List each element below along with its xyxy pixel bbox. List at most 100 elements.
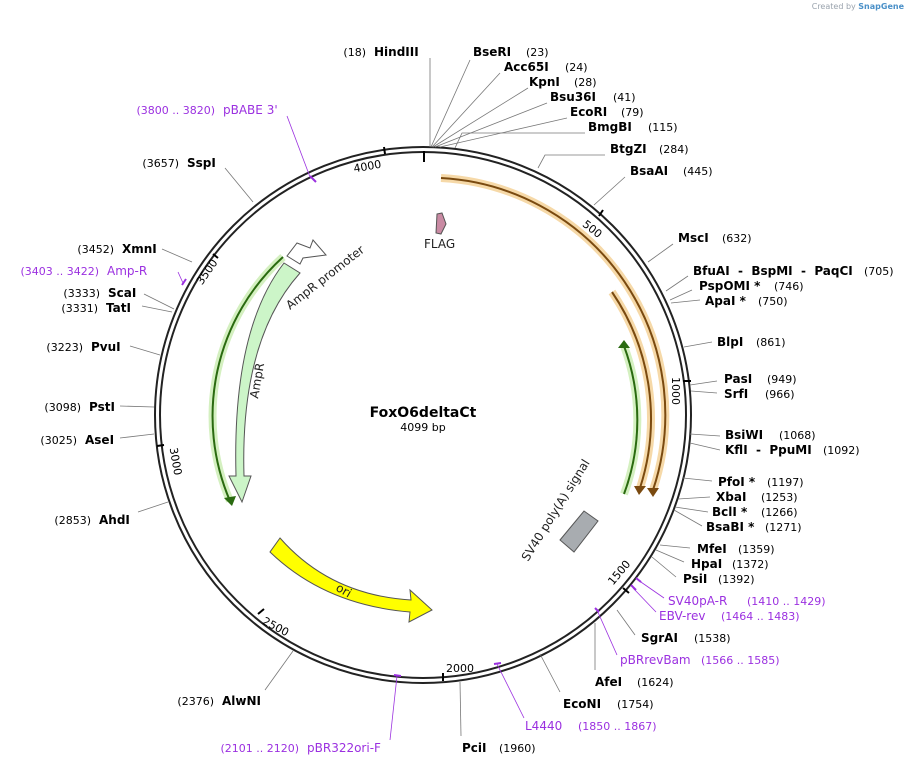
leader-ebv-line	[632, 587, 657, 613]
enzyme-alwni: AlwNI	[222, 694, 261, 708]
enzyme-econi-pos: (1754)	[617, 698, 654, 711]
tick-label-4000: 4000	[352, 158, 382, 176]
orf-outer	[440, 177, 667, 491]
credit-prefix: Created by	[811, 2, 856, 11]
enzyme-pvui-pos: (3223)	[46, 341, 83, 354]
enzyme-ahdi-pos: (2853)	[54, 514, 91, 527]
primer-l4440-range: (1850 .. 1867)	[578, 720, 657, 733]
enzyme-asei-pos: (3025)	[40, 434, 77, 447]
enzyme-econi: EcoNI	[563, 697, 601, 711]
enzyme-srfi: SrfI	[724, 387, 748, 401]
snapgene-credit: Created by SnapGene	[812, 2, 904, 11]
enzyme-bseri-pos: (23)	[526, 46, 549, 59]
primer-pbrrev-range: (1566 .. 1585)	[701, 654, 780, 667]
enzyme-apai: ApaI *	[705, 294, 747, 308]
tick-label-3500: 3500	[194, 257, 221, 287]
primer-pbrrev: pBRrevBam	[620, 653, 691, 667]
primer-mark-l4440	[493, 662, 502, 665]
enzyme-psti: PstI	[89, 400, 115, 414]
enzyme-bfuai-group: BfuAI - BspMI - PaqCI	[693, 264, 853, 278]
primer-sv40pa-range: (1410 .. 1429)	[747, 595, 826, 608]
leader-pbrrev-line	[596, 609, 618, 656]
leader-blpi	[683, 341, 713, 348]
leader-srfi	[690, 390, 718, 394]
leader-mfei	[659, 544, 691, 549]
enzyme-bsaai: BsaAI	[630, 164, 668, 178]
orf-right-green	[623, 345, 639, 495]
enzyme-bmgbi-pos: (115)	[648, 121, 678, 134]
leader-sv40pa-line	[637, 579, 665, 599]
enzyme-srfi-pos: (966)	[765, 388, 795, 401]
primer-ampr: Amp-R	[107, 264, 147, 278]
enzyme-bsaai-pos: (445)	[683, 165, 713, 178]
orf-left-green-head	[224, 496, 236, 506]
leader-acc65i	[431, 72, 501, 148]
leader-btgzi	[537, 154, 605, 169]
enzyme-pcii-pos: (1960)	[499, 742, 536, 755]
enzyme-mfei-pos: (1359)	[738, 543, 775, 556]
enzyme-bsabi: BsaBI *	[706, 520, 755, 534]
orf-left-green	[211, 256, 284, 502]
primer-pbabe-range: (3800 .. 3820)	[136, 104, 215, 117]
leader-alwni	[264, 650, 294, 691]
primer-mark-pbr322	[393, 674, 402, 677]
leader-scai	[143, 293, 175, 310]
leader-bsaai	[593, 176, 626, 206]
tick-label-3000: 3000	[167, 446, 185, 476]
leader-pspomi	[669, 289, 693, 301]
enzyme-apai-pos: (750)	[758, 295, 788, 308]
leader-bmgbi	[454, 132, 585, 149]
primer-l4440: L4440	[525, 719, 562, 733]
enzyme-pvui: PvuI	[91, 340, 121, 354]
enzyme-tati-pos: (3331)	[61, 302, 98, 315]
ampr-promoter-feature	[286, 239, 327, 265]
tick-label-1500: 1500	[605, 558, 633, 588]
enzyme-bsu36i: Bsu36I	[550, 90, 596, 104]
leader-msci	[647, 243, 674, 263]
leader-bcli	[674, 506, 709, 513]
enzyme-scai-pos: (3333)	[63, 287, 100, 300]
ori-feature	[269, 537, 433, 623]
leader-bsu36i	[434, 102, 548, 148]
enzyme-alwni-pos: (2376)	[177, 695, 214, 708]
enzyme-labels: (18) HindIII BseRI (23) Acc65I (24) KpnI…	[40, 45, 893, 755]
enzyme-acc65i: Acc65I	[504, 60, 549, 74]
primer-ebv: EBV-rev	[659, 609, 705, 623]
tick-500	[598, 209, 604, 217]
flag-label: FLAG	[424, 237, 455, 251]
leader-l4440-line	[496, 663, 525, 719]
leader-lines	[119, 58, 721, 741]
tick-3000	[156, 444, 165, 447]
orf-outer-head	[647, 488, 659, 497]
enzyme-pfoi: PfoI *	[718, 475, 756, 489]
leader-econi	[539, 653, 561, 693]
leader-hpai	[655, 549, 685, 563]
leader-apai	[670, 299, 701, 304]
enzyme-mfei: MfeI	[697, 542, 727, 556]
enzyme-sgrai: SgrAI	[641, 631, 678, 645]
enzyme-xmni-pos: (3452)	[77, 243, 114, 256]
orf-inner	[611, 291, 652, 489]
enzyme-blpi-pos: (861)	[756, 336, 786, 349]
enzyme-pspomi-pos: (746)	[774, 280, 804, 293]
enzyme-afei-pos: (1624)	[637, 676, 674, 689]
enzyme-pasi: PasI	[724, 372, 752, 386]
enzyme-btgzi: BtgZI	[610, 142, 647, 156]
orf-arcs	[208, 174, 670, 506]
ampr-label: AmpR	[247, 362, 267, 400]
enzyme-asei: AseI	[85, 433, 114, 447]
enzyme-ahdi: AhdI	[99, 513, 130, 527]
primer-mark-ampr	[181, 278, 187, 286]
enzyme-acc65i-pos: (24)	[565, 61, 588, 74]
enzyme-psii-pos: (1392)	[718, 573, 755, 586]
enzyme-pcii: PciI	[462, 741, 487, 755]
enzyme-hpai: HpaI	[691, 557, 722, 571]
orf-inner-head	[634, 486, 646, 495]
enzyme-blpi: BlpI	[717, 335, 743, 349]
primer-mark-ebv	[630, 584, 637, 591]
leader-kpni	[432, 87, 529, 148]
ori-label: ori	[334, 580, 355, 600]
leader-bseri	[430, 59, 471, 148]
enzyme-xmni: XmnI	[122, 242, 157, 256]
backbone-outer	[154, 146, 692, 684]
